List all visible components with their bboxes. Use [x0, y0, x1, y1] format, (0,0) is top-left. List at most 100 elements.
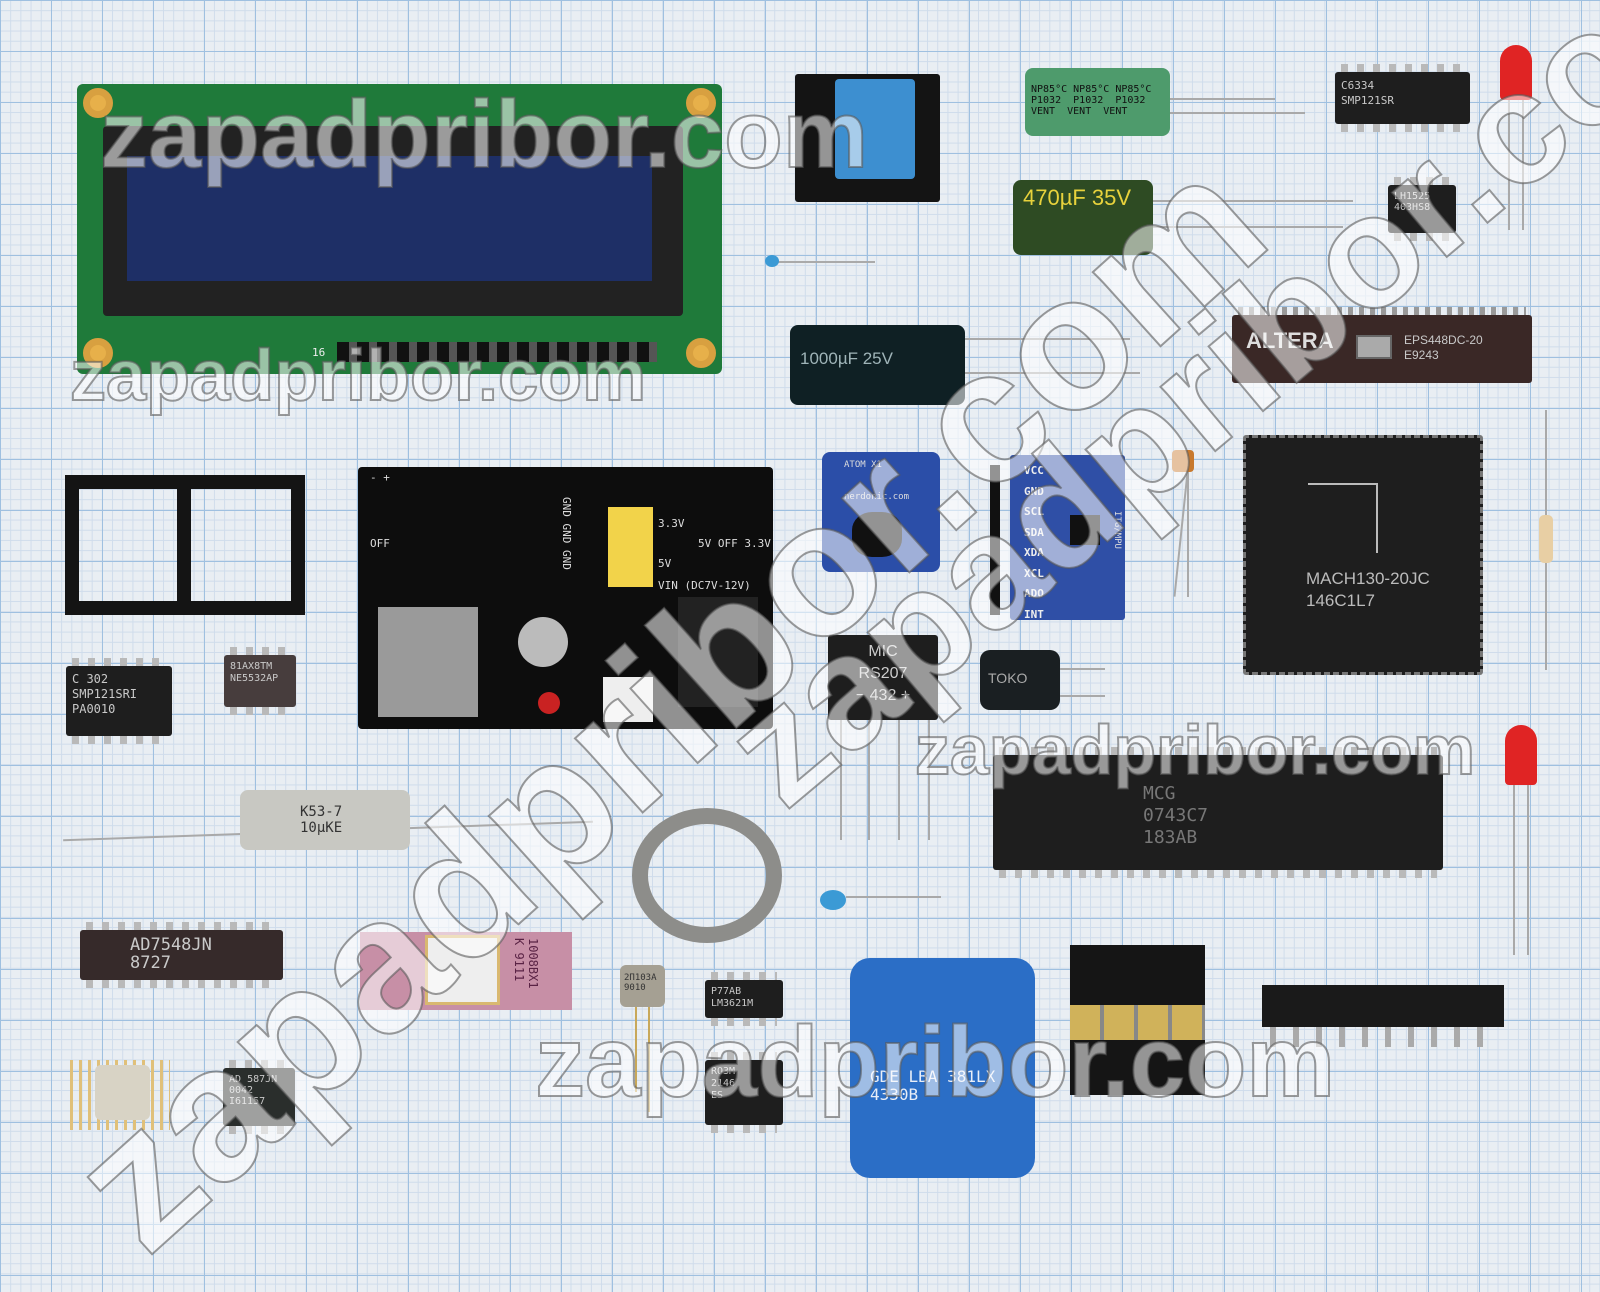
capacitor-lead [1153, 200, 1353, 202]
red-led [1505, 725, 1537, 785]
usb-port [378, 607, 478, 717]
mount-hole [83, 88, 113, 118]
bridge-lead [868, 720, 870, 840]
chip-marking: ES [711, 1090, 724, 1101]
resistor [1539, 515, 1553, 563]
capacitor-lead [1187, 472, 1189, 597]
chip-marking: PA0010 [72, 702, 116, 716]
cap-marking: 470µF 35V [1023, 185, 1132, 210]
chip-marking: 2П103А [624, 973, 657, 983]
cap-marking: P1032 [1115, 95, 1146, 106]
capacitor-lead [965, 338, 1130, 340]
header-pins [1270, 1027, 1500, 1047]
pin-label: SCL [1024, 505, 1044, 518]
power-led [538, 692, 560, 714]
cap-marking: P1032 [1031, 95, 1062, 106]
chip-marking: K 9111 [512, 938, 526, 982]
led-lead [1513, 785, 1515, 955]
pin-label: GND [1024, 484, 1044, 498]
chip-marking: LH1525 [1394, 191, 1431, 202]
led-lead [1508, 100, 1510, 230]
pcb-label: nerdonic.com [844, 492, 910, 502]
eprom-window [1356, 335, 1392, 359]
electrolytic-cap-small [518, 617, 568, 667]
electrolytic-capacitor-blue: GDE LBA 381LX 4330B [850, 958, 1035, 1178]
cap-marking: 1000µF 25V [800, 349, 893, 368]
led-lead [1527, 785, 1529, 955]
chip-marking: NE5532AP [230, 673, 279, 684]
chip-marking: LM3621M [711, 998, 754, 1009]
chip-marking: C6334 [1341, 79, 1375, 92]
chip-marking: MCG [1143, 783, 1176, 804]
chip-marking: SMP121SR [1341, 94, 1394, 107]
dip-socket [65, 475, 305, 615]
chip-marking: RO3M [711, 1066, 736, 1077]
chip-marking: EPS448DC-20 [1404, 333, 1483, 347]
atom-board: ATOM X1 nerdonic.com [822, 452, 940, 572]
pcb-label: 5V [658, 557, 672, 570]
bridge-lead [928, 720, 930, 840]
cap-marking: 10µKE [300, 820, 343, 836]
chip-marking: 0042 [229, 1085, 254, 1096]
gold-chip [70, 1060, 170, 1130]
cap-marking: VENT [1067, 106, 1092, 117]
chip-marking: 2146 [711, 1078, 736, 1089]
chip-marking: 1008BX1 [526, 938, 540, 989]
capacitor-lead [775, 261, 875, 263]
bridge-lead [840, 720, 842, 840]
chip-marking: AD [229, 1074, 242, 1085]
mount-hole [686, 88, 716, 118]
chip-marking: I61157 [229, 1096, 266, 1107]
cap-marking: VENT [1103, 106, 1128, 117]
capacitor-lead [1170, 112, 1305, 114]
pin-label: XDA [1024, 546, 1044, 559]
lcd-module: 16 [77, 84, 722, 374]
cap-marking: 381LX [947, 1067, 996, 1086]
chip-marking: AD7548JN [130, 935, 212, 955]
pcb-label: 3.3V [658, 517, 685, 530]
chip-marking: 8727 [130, 953, 171, 973]
cap-marking: P1032 [1073, 95, 1104, 106]
altera-logo-text: ALTERA [1246, 328, 1334, 353]
pin-label: VCC [1024, 464, 1044, 477]
cap-marking: K53-7 [300, 804, 343, 820]
chip-marking: 81AX8TM [230, 661, 273, 672]
chip-marking: 0743C7 [1143, 805, 1209, 826]
power-switch [603, 677, 653, 722]
chip-marking: SMP121SRI [72, 687, 138, 701]
ceramic-capacitor-blue [820, 890, 846, 910]
amd-logo [1308, 483, 1378, 553]
pin-header-strip [1262, 985, 1504, 1027]
dc-jack [678, 597, 758, 707]
capacitor-lead [1153, 226, 1343, 228]
sensor-module [795, 74, 940, 202]
ceramic-capacitor-blue [765, 255, 779, 267]
cap-marking: NP85°C [1073, 84, 1110, 95]
lcd-pin-header [337, 342, 657, 362]
chip-marking: P77AB [711, 986, 742, 997]
bridge-lead [898, 720, 900, 840]
chip-marking: E9243 [1404, 348, 1439, 362]
pin-label: ADO [1024, 587, 1044, 600]
cap-marking: GDE LBA [870, 1067, 938, 1086]
chip-marking: 9010 [624, 983, 646, 993]
chip-marking: 183AB [1143, 827, 1198, 848]
np-capacitor: NP85°C NP85°C NP85°C P1032 P1032 P1032 V… [1025, 68, 1170, 136]
lcd-pin-label: 16 [312, 346, 326, 359]
red-led [1500, 45, 1532, 100]
cap-marking: NP85°C [1115, 84, 1152, 95]
pin-label: SDA [1024, 525, 1044, 539]
chip-marking: − 432 + [855, 687, 911, 704]
